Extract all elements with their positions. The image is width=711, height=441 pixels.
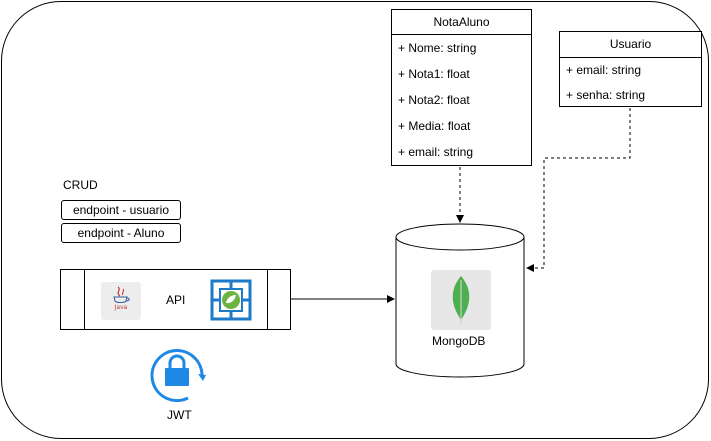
notaaluno-class: NotaAluno + Nome: string + Nota1: float … xyxy=(391,9,532,166)
notaaluno-field: + Media: float xyxy=(398,119,471,133)
usuario-field: + email: string xyxy=(566,63,642,77)
api-right-bar xyxy=(267,270,268,329)
lock-icon xyxy=(150,349,206,402)
notaaluno-class-title: NotaAluno xyxy=(392,10,531,35)
endpoint-usuario: endpoint - usuario xyxy=(61,200,181,220)
java-icon: Java xyxy=(101,282,141,320)
api-label: API xyxy=(166,293,186,307)
spring-icon xyxy=(210,279,252,321)
notaaluno-field: + Nota1: float xyxy=(398,67,470,81)
mongodb-label: MongoDB xyxy=(432,334,486,348)
usuario-class-title: Usuario xyxy=(560,32,701,58)
usuario-to-mongo-connector xyxy=(526,108,631,272)
api-left-bar xyxy=(84,270,85,329)
usuario-class: Usuario + email: string + senha: string xyxy=(559,31,702,107)
java-icon-text: Java xyxy=(114,304,128,311)
mongodb-leaf-icon xyxy=(431,270,491,330)
notaaluno-field: + Nome: string xyxy=(398,41,477,55)
api-box: Java API xyxy=(60,269,291,330)
usuario-field: + senha: string xyxy=(566,88,646,102)
notaaluno-field: + email: string xyxy=(398,145,474,159)
jwt-label: JWT xyxy=(167,408,192,422)
notaaluno-field: + Nota2: float xyxy=(398,93,470,107)
endpoint-aluno: endpoint - Aluno xyxy=(61,223,181,243)
crud-title: CRUD xyxy=(63,178,98,192)
